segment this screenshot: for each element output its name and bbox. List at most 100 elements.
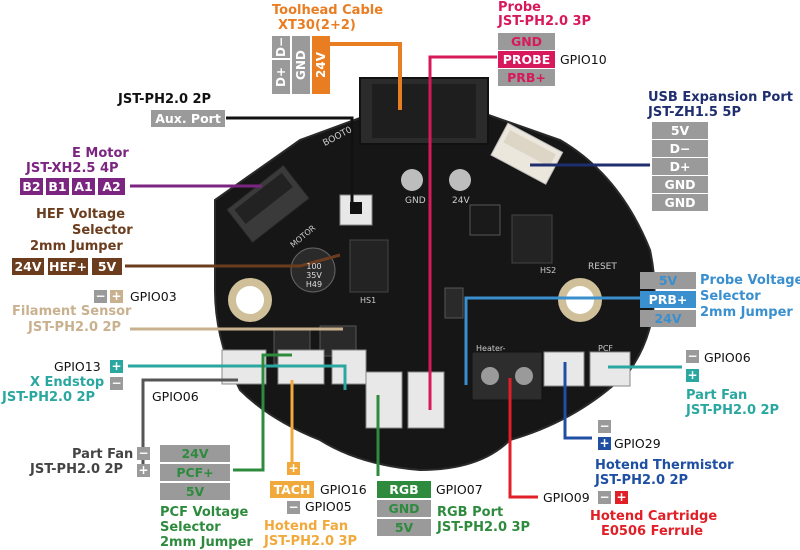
- inductor: [469, 204, 501, 236]
- pcf-pin-pcf: PCF+: [160, 464, 230, 481]
- toolhead-pin-dminus: D−: [272, 36, 290, 58]
- hef-subtitle2: 2mm Jumper: [30, 239, 123, 254]
- probevolt-pin-24v: 24V: [640, 310, 696, 327]
- silk-reset: RESET: [588, 262, 617, 272]
- toolhead-pin-24v: 24V: [312, 36, 330, 94]
- leader-xendstop: [128, 364, 347, 390]
- hef-pin-5v: 5V: [92, 258, 122, 275]
- partfan-left-minus: −: [137, 446, 150, 460]
- aux-port-box: Aux. Port: [151, 110, 225, 127]
- xendstop-minus: −: [110, 376, 123, 390]
- silk-heater: Heater-: [476, 344, 506, 353]
- rgb-subtitle: JST-PH2.0 3P: [437, 520, 531, 535]
- xendstop-gpio: GPIO13: [54, 359, 101, 374]
- silk-hs1: HS1: [360, 296, 377, 305]
- probe-title: Probe: [498, 0, 541, 15]
- leader-partfan-left: [141, 378, 238, 466]
- probe-subtitle: JST-PH2.0 3P: [498, 14, 592, 29]
- probevolt-subtitle2: 2mm Jumper: [700, 305, 793, 320]
- cartridge-gpio: GPIO09: [543, 490, 590, 505]
- xendstop-subtitle: JST-PH2.0 2P: [2, 390, 96, 405]
- partfan-left-plus: +: [137, 463, 150, 477]
- xendstop-title: X Endstop: [30, 375, 105, 390]
- leader-hef: [125, 253, 341, 268]
- leader-thermistor: [563, 362, 592, 440]
- thermistor-minus: −: [598, 419, 611, 433]
- leader-cartridge: [508, 378, 538, 499]
- rgb-gpio: GPIO07: [436, 482, 483, 497]
- partfan-right-subtitle: JST-PH2.0 2P: [686, 403, 780, 418]
- leader-probe: [428, 55, 497, 410]
- emotor-pin-a1: A1: [72, 178, 95, 195]
- emotor-pin-b1: B1: [46, 178, 69, 195]
- silk-gnd: GND: [405, 196, 426, 206]
- probevolt-subtitle: Selector: [700, 289, 761, 304]
- hef-title: HEF Voltage: [36, 207, 126, 222]
- hef-pin-24v: 24V: [12, 258, 44, 275]
- hotendfan-tach: TACH: [270, 481, 314, 498]
- pcf-title: PCF Voltage: [160, 505, 249, 520]
- leader-pcf: [233, 353, 292, 472]
- toolhead-subtitle: XT30(2+2): [278, 18, 356, 33]
- toolhead-pin-dplus: D+: [272, 60, 290, 94]
- heatsink-hs1: [349, 239, 389, 293]
- rgb-pin-gnd: GND: [377, 500, 431, 517]
- probe-pin-probe: PROBE: [498, 51, 555, 68]
- rgb-title: RGB Port: [437, 505, 504, 520]
- rgb-pin-rgb: RGB: [377, 481, 431, 498]
- hotendfan-subtitle: JST-PH2.0 3P: [264, 534, 358, 549]
- emotor-pin-a2: A2: [98, 178, 125, 195]
- partfan-right-minus: −: [686, 349, 699, 363]
- cartridge-minus: −: [598, 490, 611, 504]
- leader-aux: [226, 116, 354, 210]
- silk-hs2: HS2: [540, 266, 557, 275]
- partfan-left-subtitle: JST-PH2.0 2P: [30, 462, 124, 477]
- hef-subtitle: Selector: [72, 223, 133, 238]
- capacitor-label: 100 35V H49: [305, 262, 323, 289]
- thermistor-plus: +: [598, 436, 611, 450]
- probevolt-pin-5v: 5V: [640, 272, 696, 289]
- pcf-pin-5v: 5V: [160, 483, 230, 500]
- thermistor-subtitle: JST-PH2.0 2P: [595, 473, 689, 488]
- toolhead-title: Toolhead Cable: [272, 3, 384, 18]
- probe-pin-prb: PRB+: [498, 69, 555, 86]
- cartridge-plus: +: [615, 490, 628, 504]
- usb-subtitle: JST-ZH1.5 5P: [648, 105, 741, 120]
- usb-title: USB Expansion Port: [648, 90, 793, 105]
- toolhead-pin-gnd: GND: [292, 36, 310, 94]
- probevolt-pin-prb: PRB+: [640, 291, 696, 308]
- filament-plus: +: [110, 289, 123, 303]
- emotor-title: E Motor: [72, 146, 129, 161]
- partfan-left-title: Part Fan: [72, 447, 134, 462]
- hotendfan-title: Hotend Fan: [264, 519, 349, 534]
- probe-gpio: GPIO10: [560, 52, 607, 67]
- silk-pcf: PCF: [598, 344, 614, 353]
- silk-24v: 24V: [452, 196, 470, 206]
- thermistor-gpio: GPIO29: [614, 436, 661, 451]
- usb-pin-gnd1: GND: [652, 176, 708, 193]
- filament-minus: −: [94, 289, 107, 303]
- partfan-left-gpio: GPIO06: [152, 389, 199, 404]
- cartridge-subtitle: E0506 Ferrule: [601, 524, 704, 539]
- hef-pin-hef: HEF+: [48, 258, 88, 275]
- usb-pin-5v: 5V: [652, 122, 708, 139]
- probe-pin-gnd: GND: [498, 33, 555, 50]
- pcf-subtitle: Selector: [160, 520, 221, 535]
- usb-pin-dminus: D−: [652, 140, 708, 157]
- emotor-pin-b2: B2: [20, 178, 43, 195]
- leader-toolhead: [330, 42, 402, 110]
- hotendfan-minus: −: [287, 500, 300, 514]
- thermistor-title: Hotend Thermistor: [595, 458, 734, 473]
- leader-probe-voltage: [464, 296, 640, 385]
- partfan-right-title: Part Fan: [686, 388, 748, 403]
- rgb-pin-5v: 5V: [377, 519, 431, 536]
- hotendfan-gpio05: GPIO05: [305, 499, 352, 514]
- usb-pin-dplus: D+: [652, 158, 708, 175]
- pcf-subtitle2: 2mm Jumper: [160, 535, 253, 550]
- usb-pin-gnd2: GND: [652, 194, 708, 211]
- partfan-right-gpio: GPIO06: [704, 350, 751, 365]
- probevolt-title: Probe Voltage: [700, 273, 800, 288]
- cartridge-title: Hotend Cartridge: [590, 509, 718, 524]
- filament-title: Filament Sensor: [12, 304, 132, 319]
